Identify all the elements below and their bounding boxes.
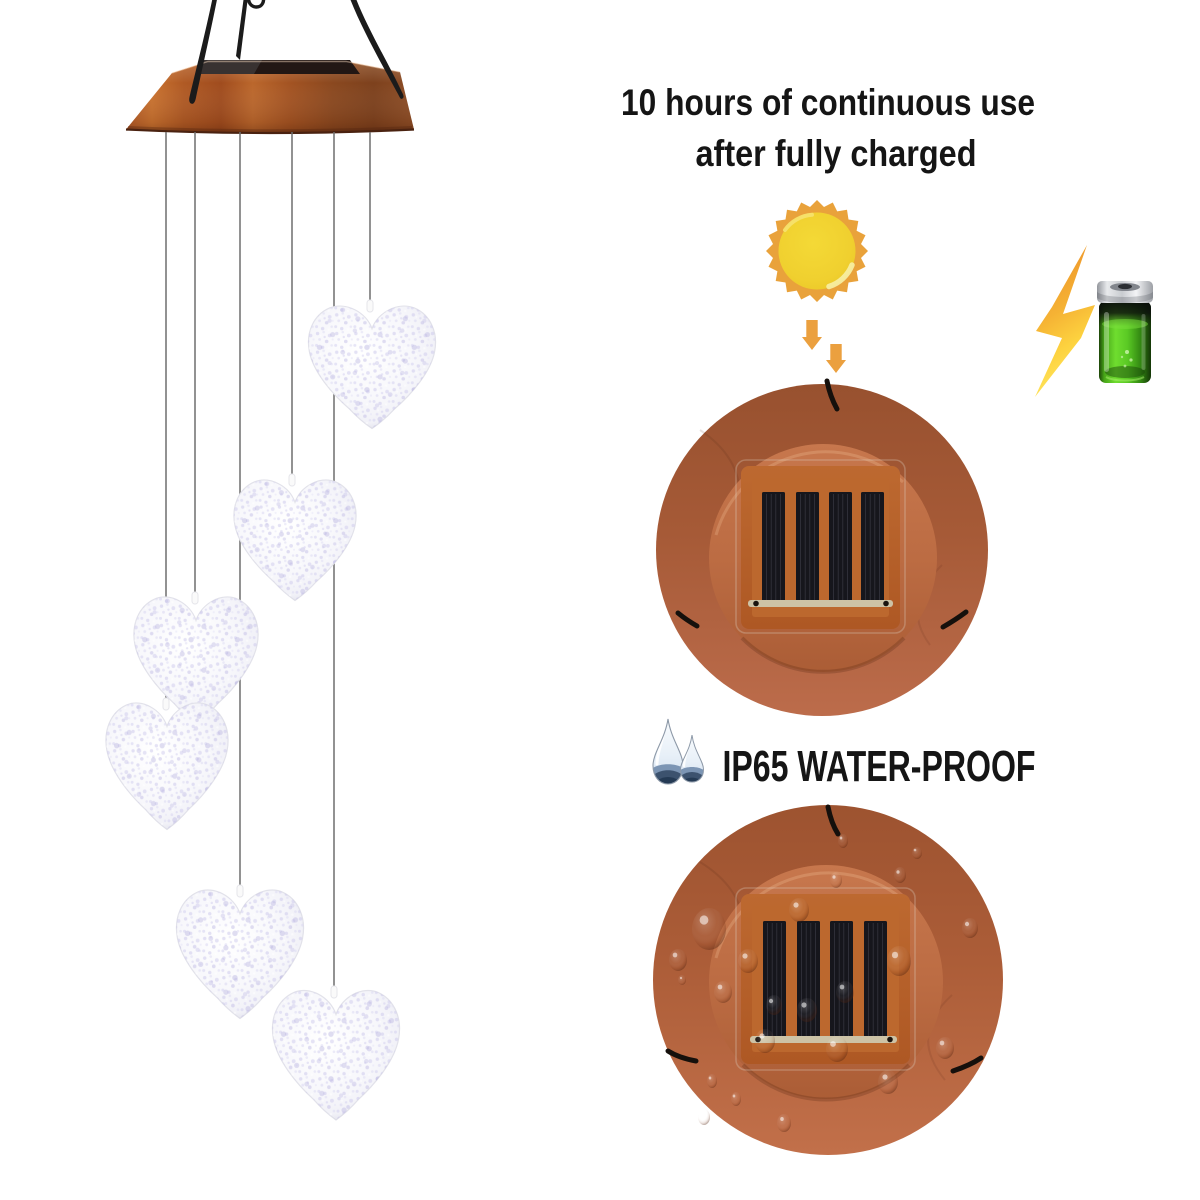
svg-text:after fully charged: after fully charged [696, 133, 977, 174]
svg-text:10 hours of continuous use: 10 hours of continuous use [621, 82, 1035, 123]
svg-text:IP65 WATER-PROOF: IP65 WATER-PROOF [723, 742, 1036, 791]
